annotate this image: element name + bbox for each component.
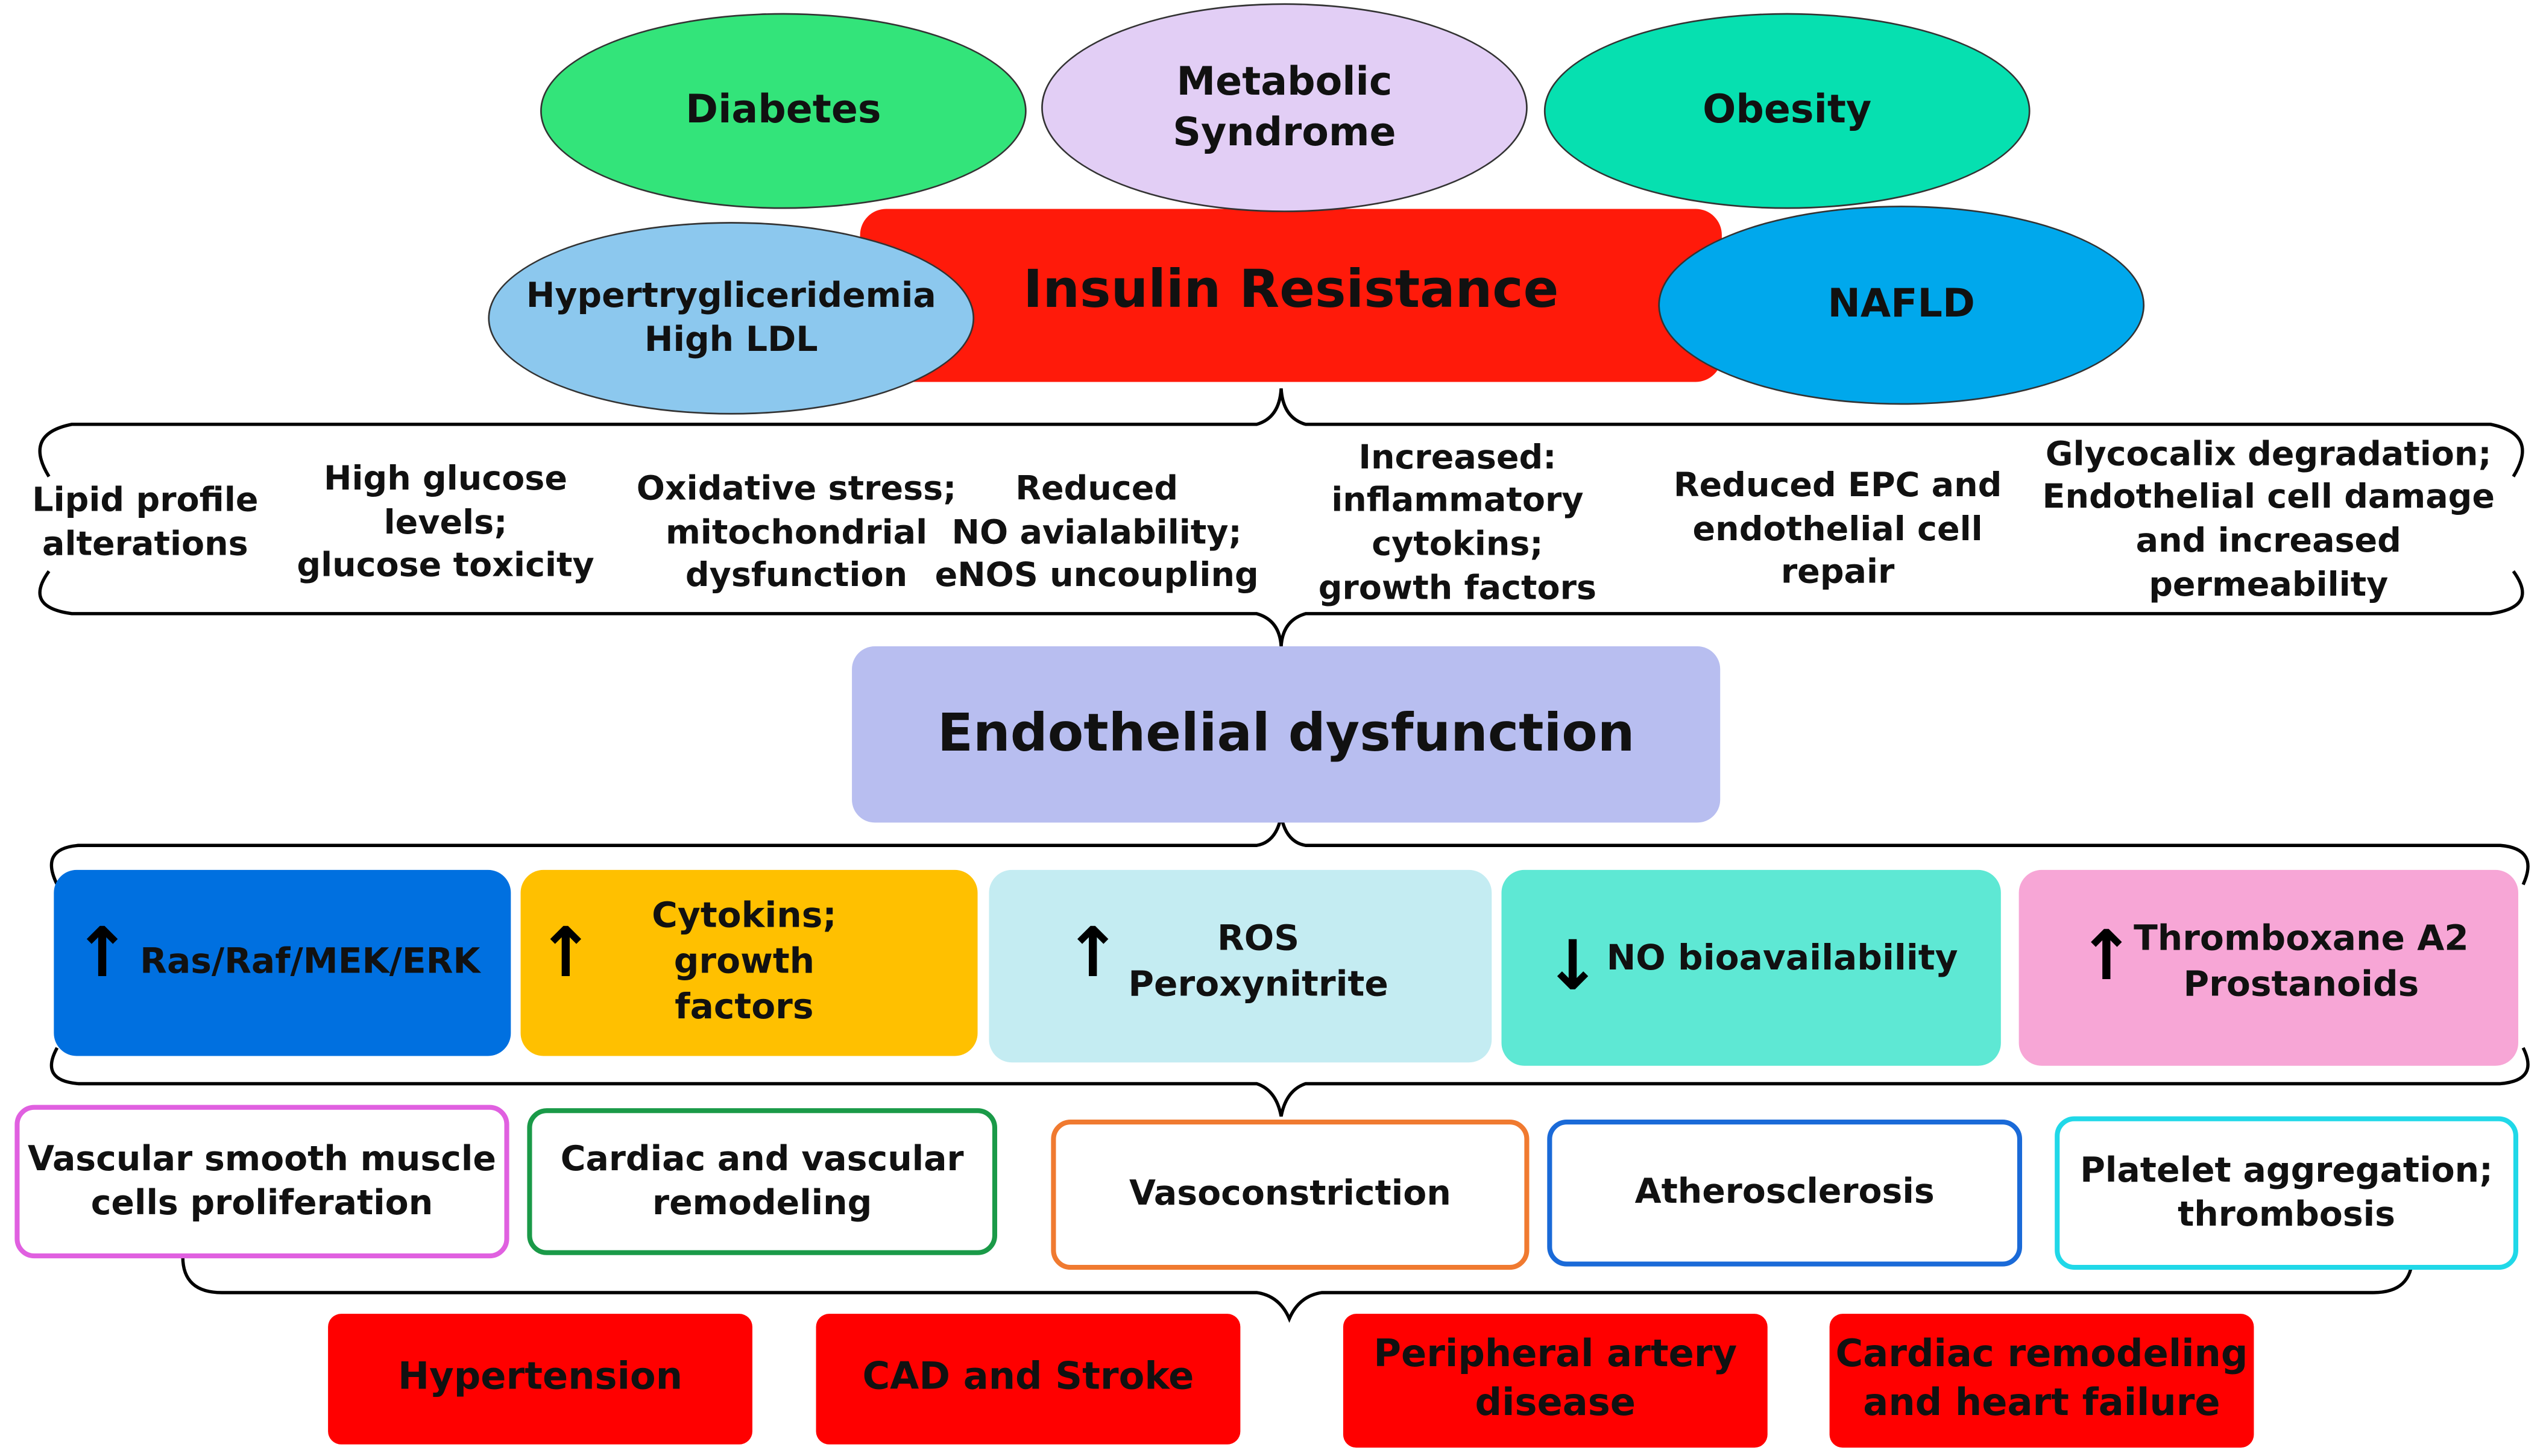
pathway-ras-raf-box: ↑ Ras/Raf/MEK/ERK (54, 869, 511, 1056)
pathway-thromboxane-box: ↑ Thromboxane A2 Prostanoids (2018, 869, 2518, 1066)
up-arrow-icon: ↑ (537, 912, 594, 992)
metabolic-syndrome-ellipse: Metabolic Syndrome (1041, 3, 1528, 212)
mechanism-high-glucose: High glucose levels; glucose toxicity (297, 458, 594, 585)
down-arrow-icon: ↓ (1543, 925, 1602, 1006)
mechanism-glycocalix: Glycocalix degradation; Endothelial cell… (2042, 433, 2495, 604)
outcome-cardiac-remodeling-heart-failure: Cardiac remodeling and heart failure (1829, 1314, 2254, 1448)
effect-atherosclerosis: Atherosclerosis (1547, 1120, 2023, 1267)
outcome-peripheral-artery-disease: Peripheral artery disease (1343, 1314, 1768, 1448)
effect-cardiac-vascular-remodeling: Cardiac and vascular remodeling (527, 1108, 998, 1255)
effect-vsmc-proliferation: Vascular smooth muscle cells proliferati… (14, 1105, 509, 1259)
pathway-cytokins-box: ↑ Cytokins; growth factors (520, 869, 978, 1056)
mechanism-reduced-no: Reduced NO avialability; eNOS uncoupling (934, 468, 1259, 595)
endothelial-dysfunction-box: Endothelial dysfunction (852, 646, 1721, 823)
effect-vasoconstriction: Vasoconstriction (1051, 1120, 1530, 1270)
mechanism-inflammatory: Increased: inflammatory cytokins; growth… (1318, 436, 1597, 607)
up-arrow-icon: ↑ (73, 912, 131, 992)
pathway-label: ROS Peroxynitrite (1128, 919, 1388, 1006)
pathway-ros-box: ↑ ROS Peroxynitrite (989, 869, 1492, 1063)
diabetes-ellipse: Diabetes (540, 13, 1027, 209)
outcome-hypertension: Hypertension (328, 1314, 752, 1445)
obesity-ellipse: Obesity (1543, 13, 2031, 209)
pathway-label: NO bioavailability (1606, 938, 1958, 980)
pathway-no-bioavailability-box: ↓ NO bioavailability (1501, 869, 2001, 1066)
pathway-label: Ras/Raf/MEK/ERK (140, 942, 481, 983)
up-arrow-icon: ↑ (2078, 915, 2135, 996)
outcome-cad-stroke: CAD and Stroke (816, 1314, 1241, 1445)
effect-platelet-aggregation: Platelet aggregation; thrombosis (2055, 1116, 2518, 1270)
hypertriglyceridemia-ellipse: Hypertrygliceridemia High LDL (488, 222, 975, 415)
up-arrow-icon: ↑ (1063, 912, 1122, 992)
nafld-ellipse: NAFLD (1658, 206, 2145, 405)
mechanism-lipid-profile: Lipid profile alterations (32, 480, 259, 563)
mechanism-oxidative-stress: Oxidative stress; mitochondrial dysfunct… (636, 468, 957, 595)
mechanism-reduced-epc: Reduced EPC and endothelial cell repair (1673, 465, 2002, 591)
insulin-resistance-box: Insulin Resistance (860, 209, 1722, 382)
pathway-label: Thromboxane A2 Prostanoids (2134, 919, 2469, 1006)
pathway-label: Cytokins; growth factors (652, 896, 837, 1029)
effects-brace (181, 1256, 2414, 1323)
